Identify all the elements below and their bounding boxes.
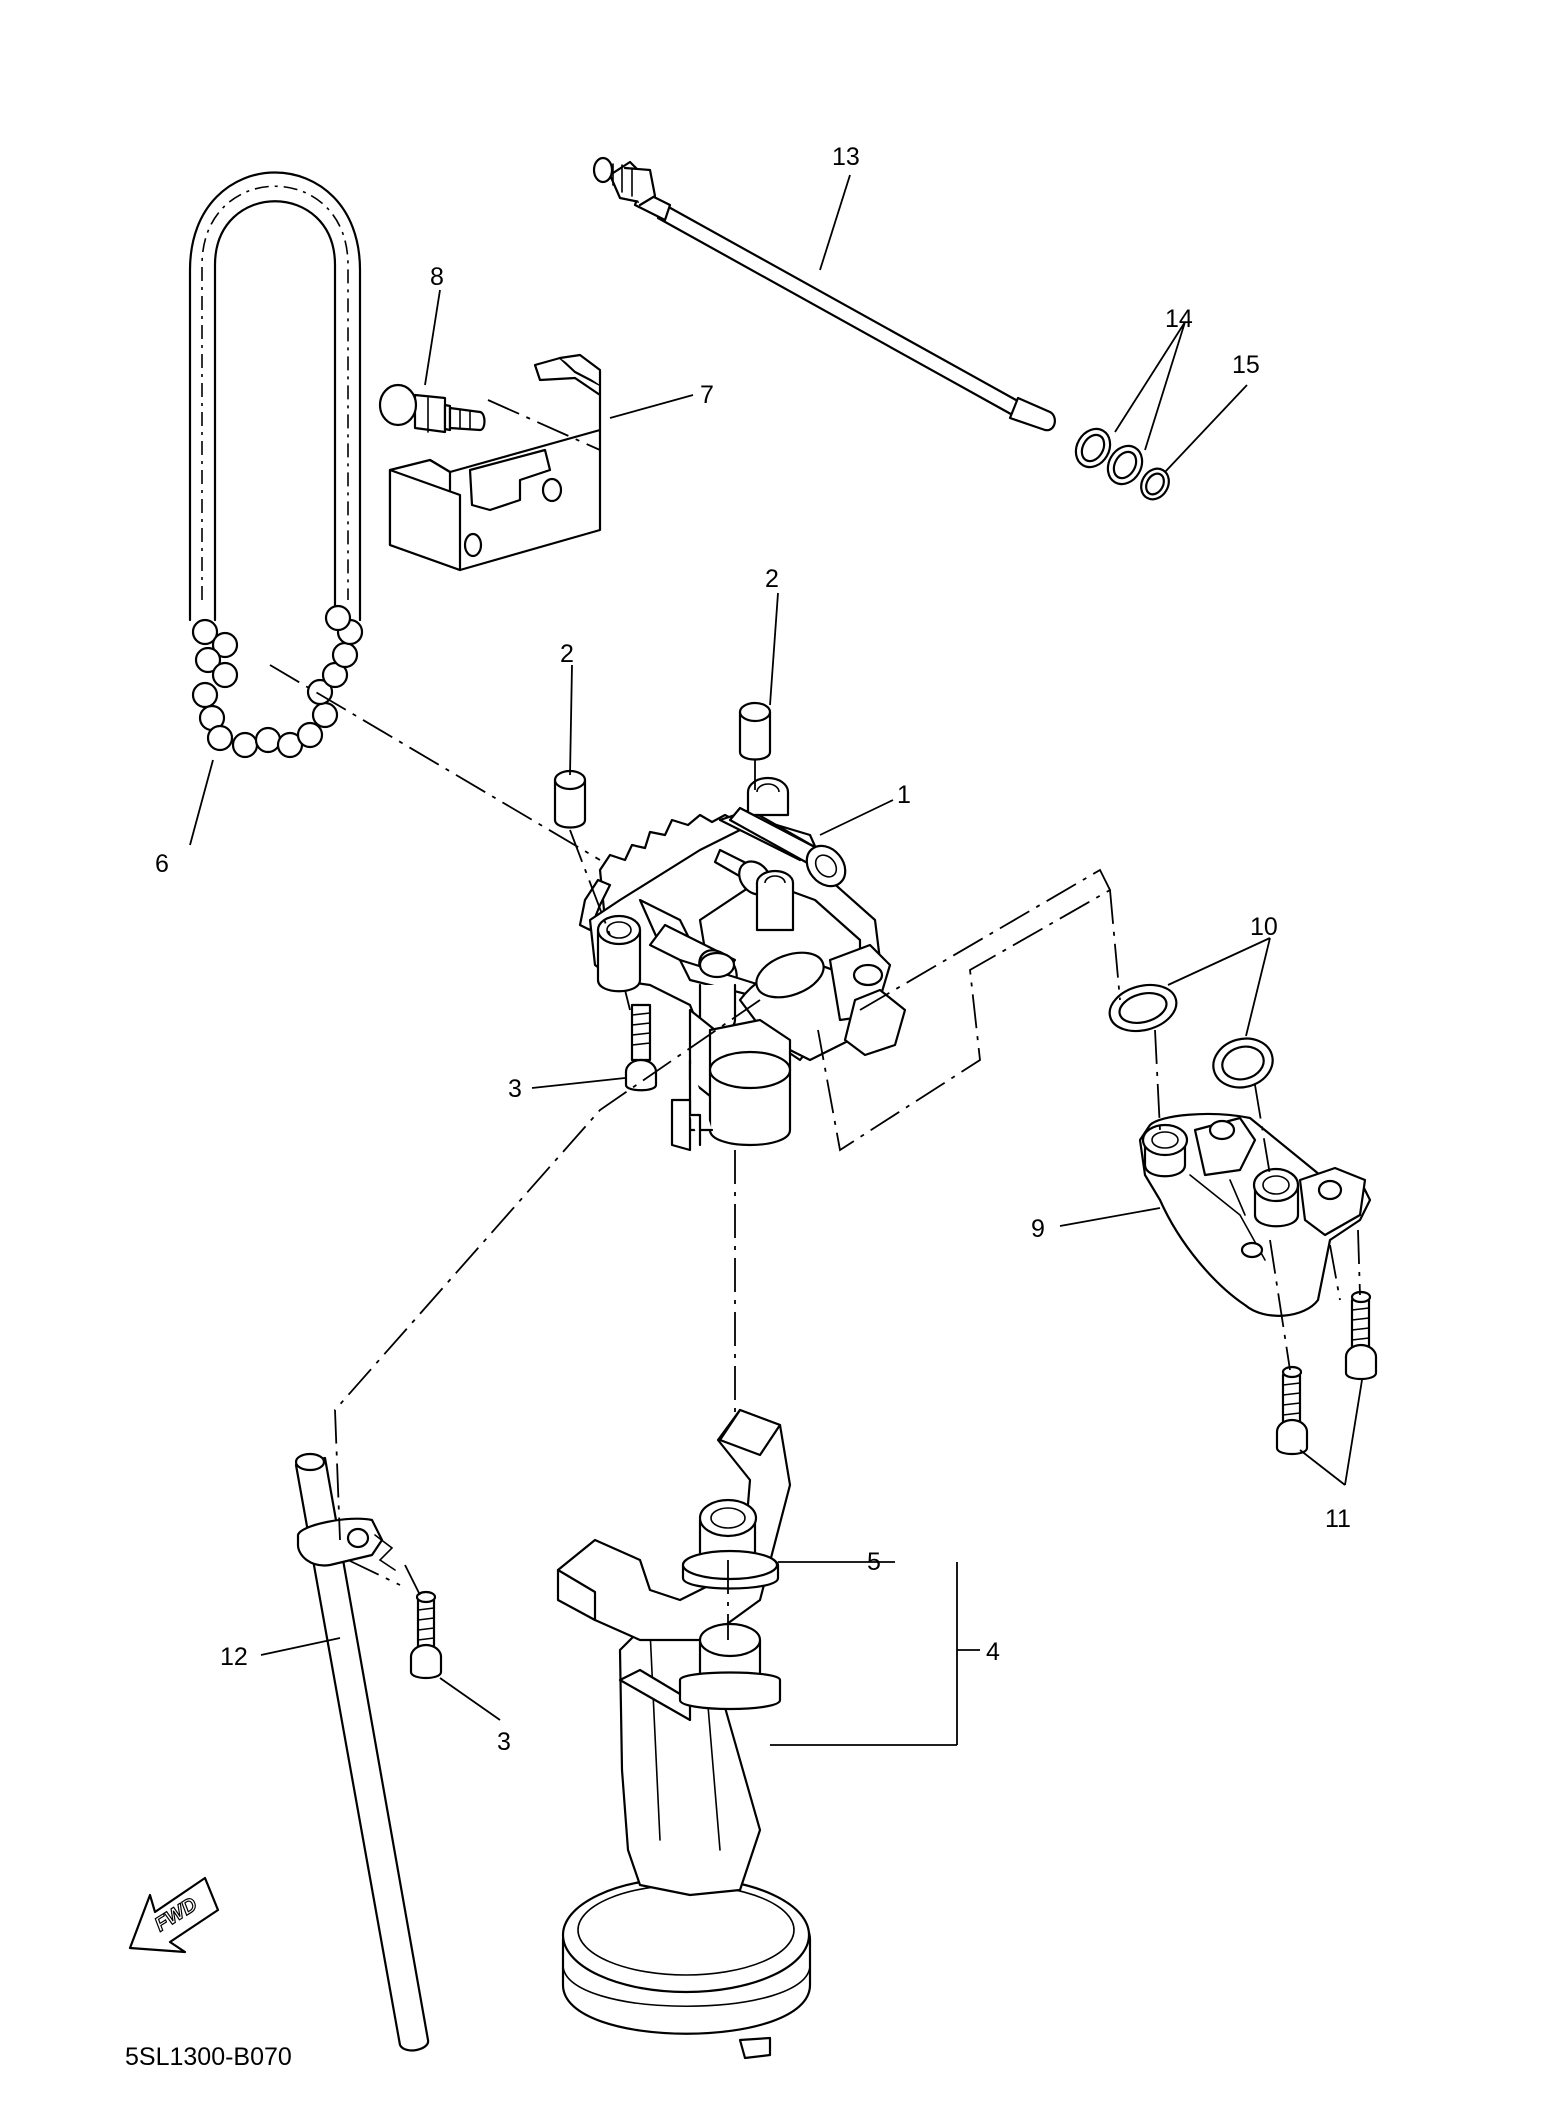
part-3-bolt-lower[interactable]: [409, 1590, 443, 1680]
callout-1: 1: [897, 781, 911, 809]
part-12-pipe[interactable]: [294, 1452, 430, 2052]
callout-3-lower: 3: [497, 1728, 511, 1756]
callout-3-upper: 3: [508, 1075, 522, 1103]
part-2-dowel-pin-b[interactable]: [738, 701, 772, 761]
callout-9: 9: [1031, 1215, 1045, 1243]
part-5-o-ring[interactable]: [681, 1549, 780, 1590]
part-3-bolt-upper[interactable]: [624, 1003, 658, 1092]
forward-direction-arrow: FWD: [128, 1876, 220, 1954]
callout-6: 6: [155, 850, 169, 878]
callout-4: 4: [986, 1638, 1000, 1666]
part-10-gaskets[interactable]: [1104, 978, 1278, 1094]
drawing-code: 5SL1300-B070: [125, 2043, 292, 2071]
callout-2-left: 2: [560, 640, 574, 668]
callout-5: 5: [867, 1548, 881, 1576]
part-1-oil-pump-assembly[interactable]: [578, 776, 907, 1152]
callout-7: 7: [700, 381, 714, 409]
callout-12: 12: [220, 1643, 248, 1671]
callout-13: 13: [832, 143, 860, 171]
part-4-oil-strainer[interactable]: [556, 1408, 812, 2060]
part-13-shaft[interactable]: [592, 156, 1056, 432]
part-6-drive-chain[interactable]: [188, 171, 364, 759]
part-2-dowel-pin-a[interactable]: [553, 769, 587, 829]
leader-lines: [189, 174, 1363, 1746]
callout-2-right: 2: [765, 565, 779, 593]
part-11-bolt-b[interactable]: [1344, 1290, 1378, 1381]
callout-8: 8: [430, 263, 444, 291]
part-9-oil-pipe[interactable]: [1138, 1112, 1372, 1317]
part-11-bolt-a[interactable]: [1275, 1365, 1309, 1456]
alignment-lines: [269, 399, 1361, 1640]
callout-14: 14: [1165, 305, 1193, 333]
part-7-chain-guide[interactable]: [388, 353, 602, 572]
callout-15: 15: [1232, 351, 1260, 379]
part-15-o-ring[interactable]: [1136, 464, 1175, 505]
callout-labels: 1 2 2 3 3 4 5 6 7 8 9 10 11 12 13 14 15: [155, 143, 1351, 1756]
callout-11: 11: [1325, 1505, 1351, 1533]
callout-10: 10: [1250, 913, 1278, 941]
chain-links: [191, 604, 364, 759]
part-14-o-rings[interactable]: [1069, 423, 1149, 491]
part-8-bolt[interactable]: [378, 383, 486, 434]
